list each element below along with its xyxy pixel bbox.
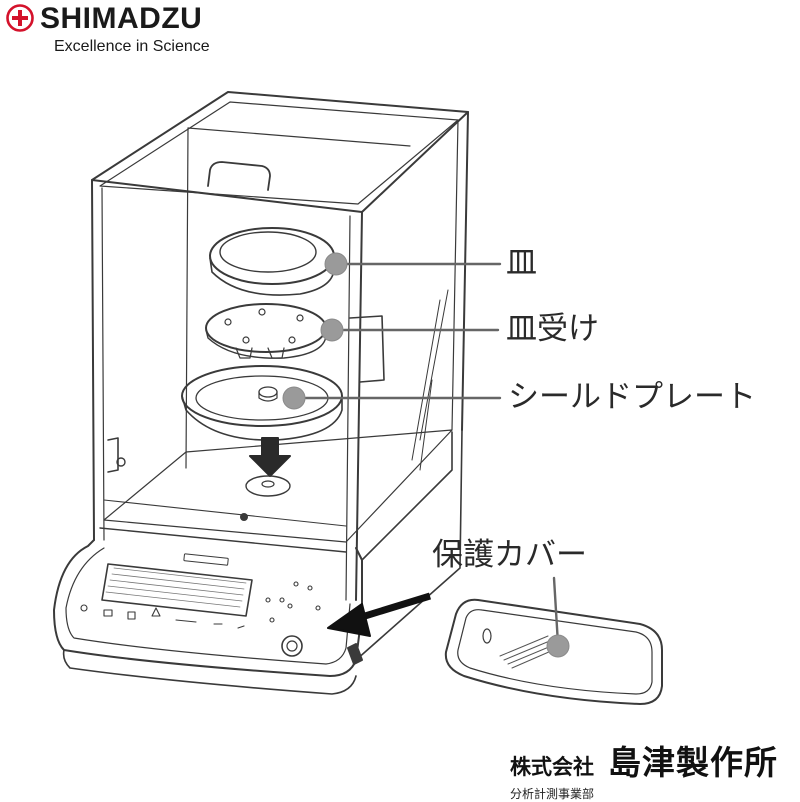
draft-shield bbox=[91, 91, 469, 601]
balance-base bbox=[53, 429, 463, 695]
cover-arrow bbox=[327, 592, 432, 637]
insert-arrow bbox=[245, 437, 291, 497]
shield-plate bbox=[181, 365, 343, 441]
cover-callout-dot bbox=[546, 634, 570, 658]
brand-name: SHIMADZU bbox=[40, 2, 203, 35]
pan-receiver-callout-dot bbox=[320, 318, 344, 342]
division-name: 分析計測事業部 bbox=[510, 787, 595, 801]
leader-lines bbox=[294, 262, 560, 646]
callout-shield-plate: シールドプレート bbox=[508, 379, 756, 415]
company-name: 島津製作所 bbox=[608, 743, 778, 782]
circle-plus-logo-icon bbox=[6, 4, 34, 32]
pan bbox=[209, 227, 335, 296]
company-signature: 株式会社 島津製作所 分析計測事業部 bbox=[510, 736, 778, 802]
callout-protective-cover: 保護カバー bbox=[432, 537, 587, 573]
shield-plate-callout-dot bbox=[282, 386, 306, 410]
callout-pan: 皿 bbox=[506, 245, 537, 281]
callout-pan-receiver: 皿受け bbox=[506, 311, 599, 347]
brand-tagline: Excellence in Science bbox=[54, 38, 210, 55]
protective-cover bbox=[444, 598, 663, 705]
pan-receiver bbox=[205, 303, 327, 359]
pan-callout-dot bbox=[324, 252, 348, 276]
shimadzu-logo: SHIMADZU Excellence in Science bbox=[6, 2, 266, 62]
company-type: 株式会社 bbox=[510, 755, 594, 779]
callout-dots bbox=[282, 252, 570, 658]
